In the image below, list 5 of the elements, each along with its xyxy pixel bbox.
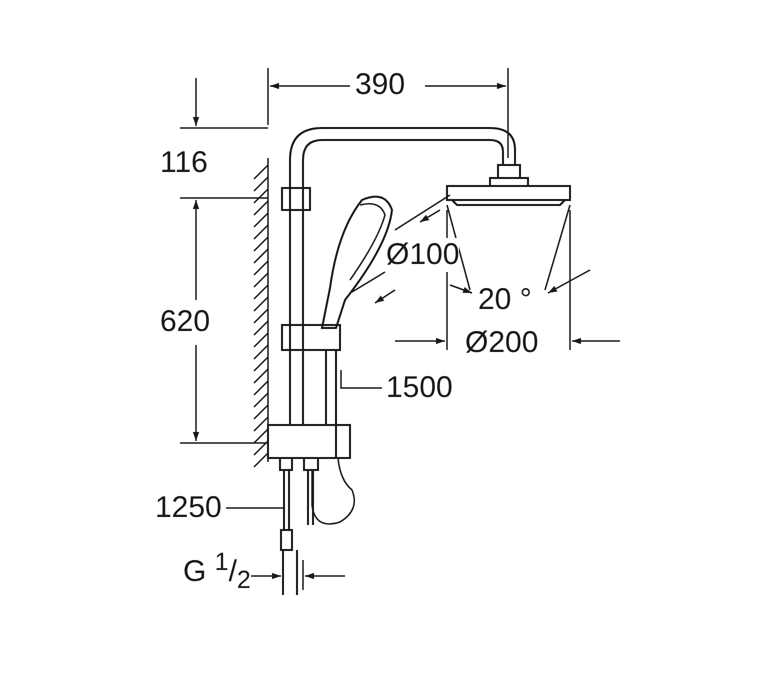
leader-line (226, 507, 284, 509)
dimension-label: 1250 (155, 491, 222, 525)
dimension-label: 1500 (386, 371, 453, 405)
dimension-label: Ø100 (386, 238, 460, 272)
leader-line (340, 370, 382, 389)
